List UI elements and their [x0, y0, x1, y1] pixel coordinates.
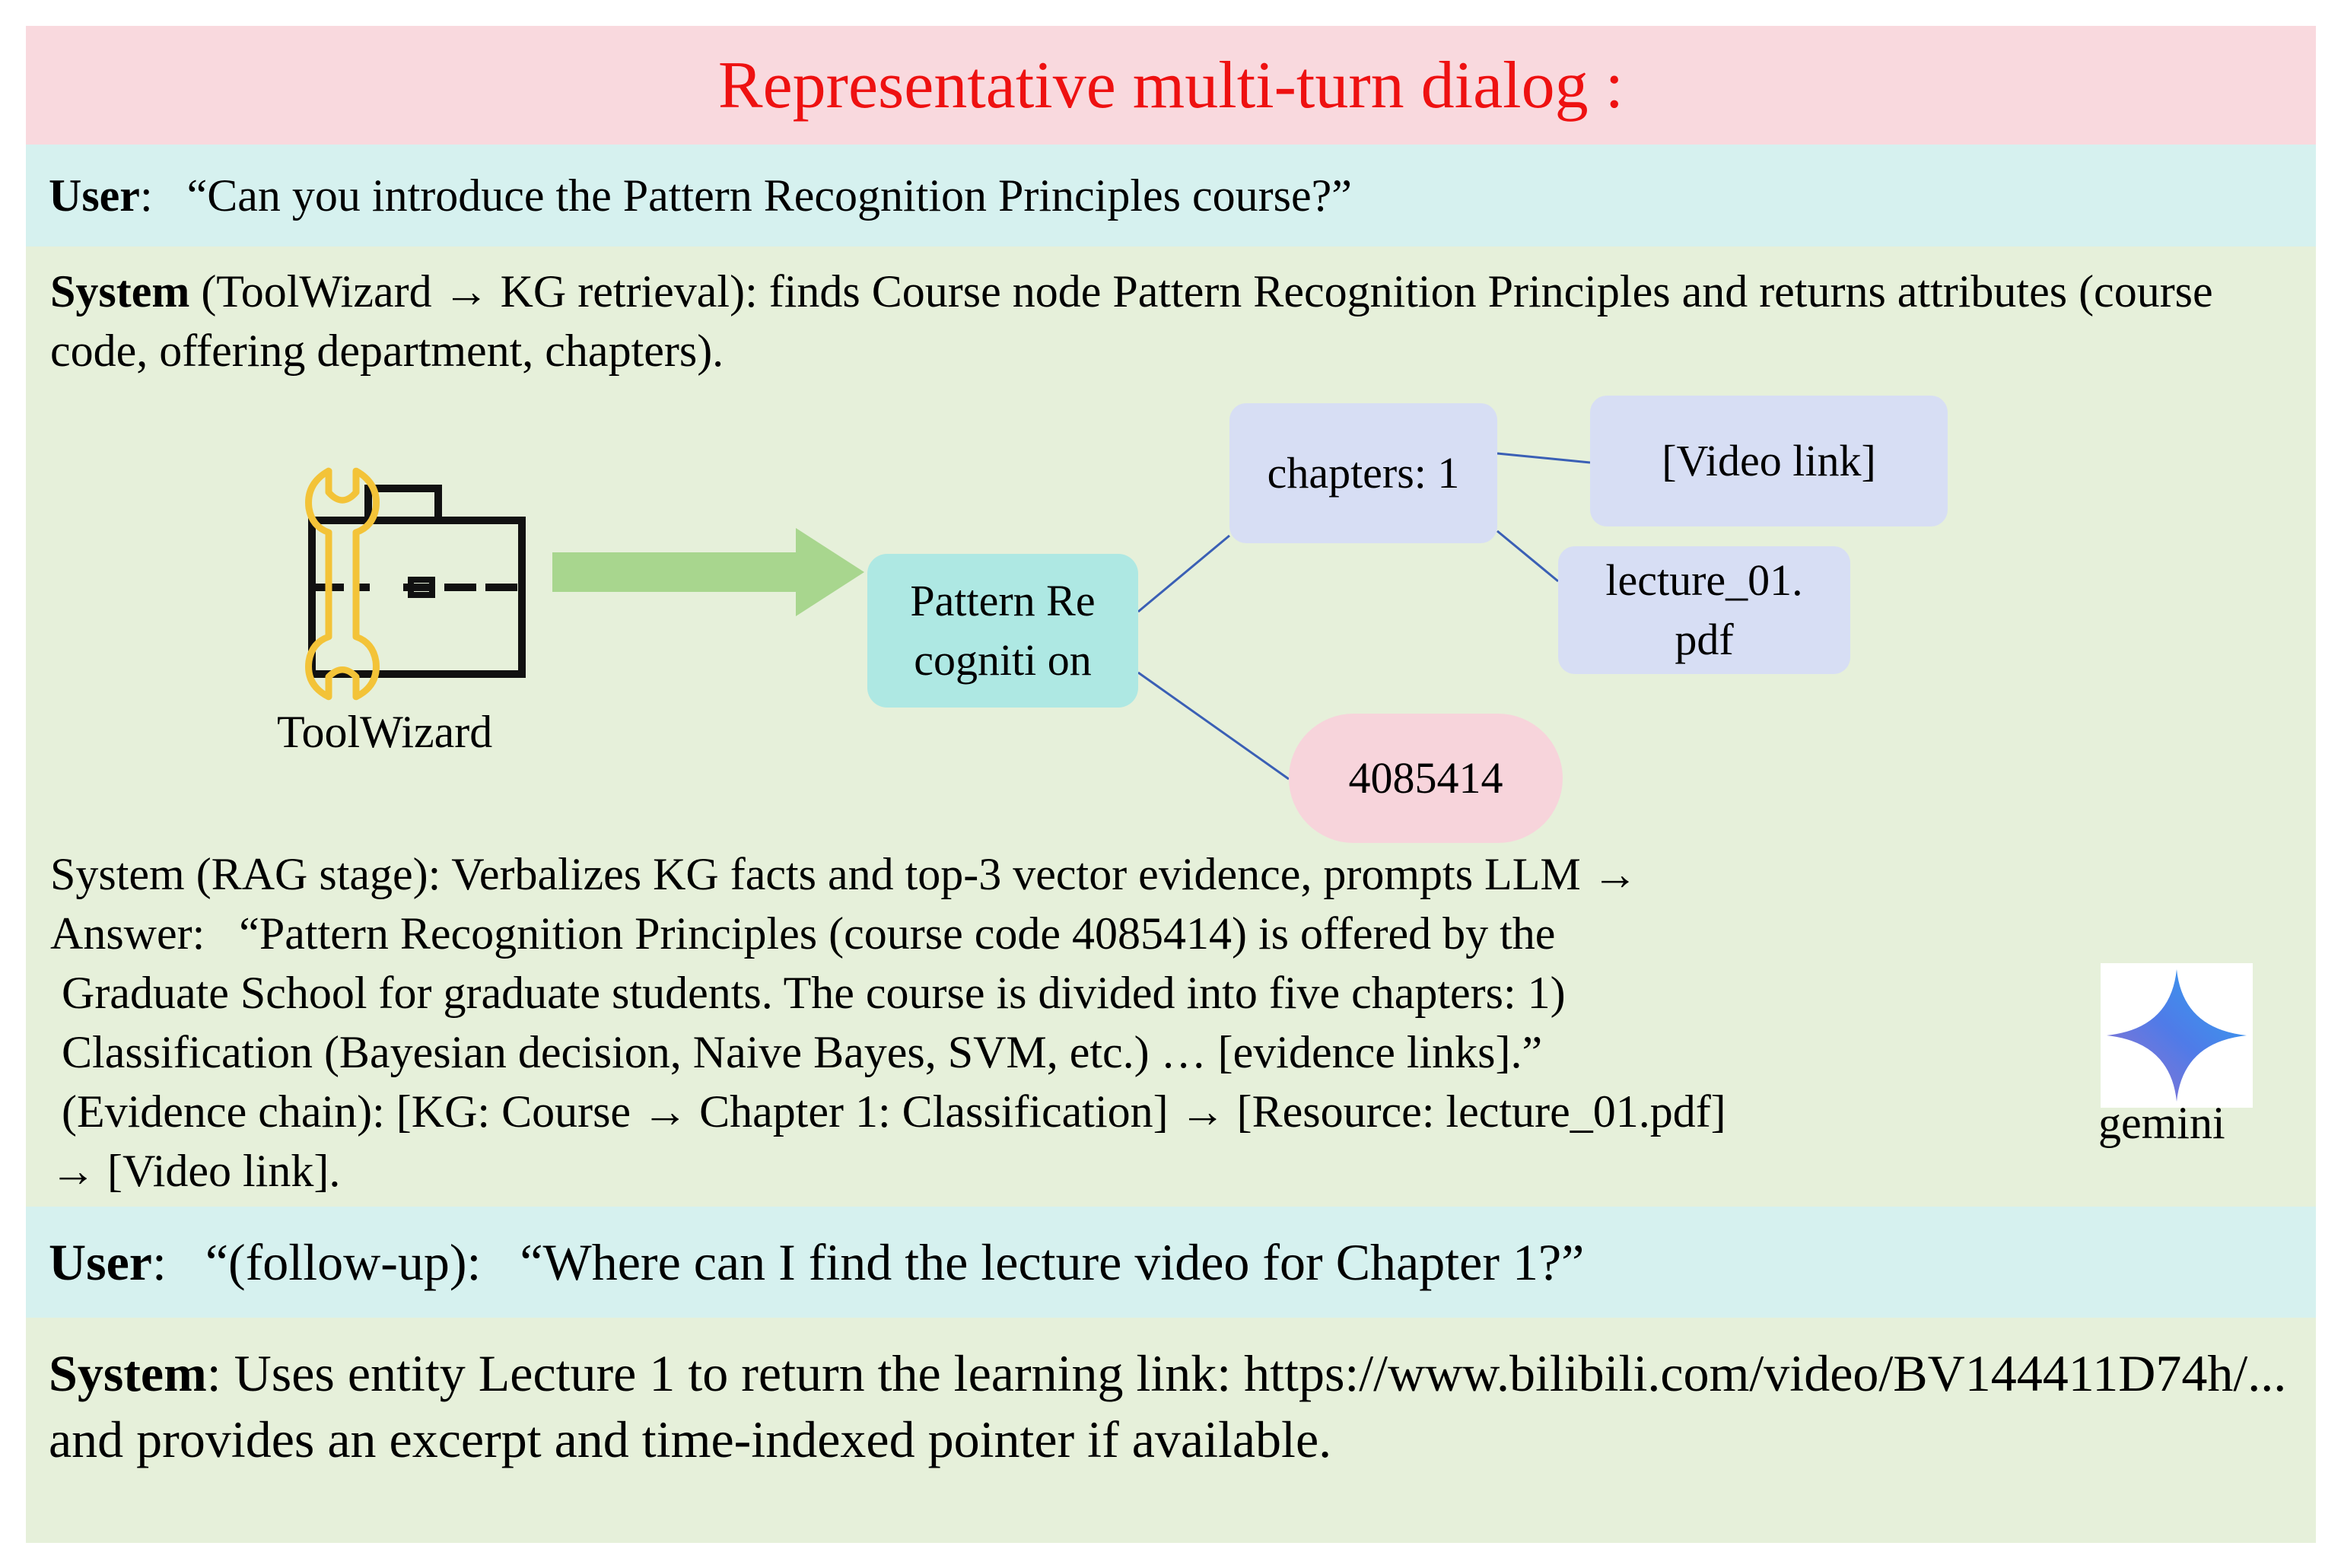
rag-line: System (RAG stage): Verbalizes KG facts …	[50, 849, 1638, 899]
user-followup-text: : “(follow-up): “Where can I find the le…	[151, 1232, 1585, 1291]
lecture-file-node: lecture_01. pdf	[1558, 546, 1850, 674]
system-speaker-label: System	[49, 1344, 207, 1402]
rag-line: (Evidence chain): [KG: Course → Chapter …	[50, 1086, 1726, 1137]
lecture-file-node-label: lecture_01. pdf	[1605, 555, 1803, 664]
toolwizard-label: ToolWizard	[277, 707, 493, 757]
rag-line: Classification (Bayesian decision, Naive…	[50, 1027, 1543, 1077]
course-code-node: 4085414	[1289, 714, 1563, 843]
user-turn-2-text: User: “(follow-up): “Where can I find th…	[49, 1232, 1584, 1293]
gemini-star-icon	[2107, 969, 2247, 1102]
user-turn-2: User: “(follow-up): “Where can I find th…	[26, 1207, 2316, 1318]
user-turn-1-text: User: “Can you introduce the Pattern Rec…	[49, 170, 1352, 222]
system-turn-1-text: System (ToolWizard → KG retrieval): find…	[50, 262, 2295, 380]
right-arrow-icon	[552, 528, 864, 616]
graph-edges	[1137, 452, 1591, 781]
edge-course-chapters	[1137, 534, 1230, 613]
rag-stage-text: System (RAG stage): Verbalizes KG facts …	[50, 844, 1952, 1201]
course-code-node-label: 4085414	[1348, 753, 1503, 803]
chapters-node-label: chapters: 1	[1267, 448, 1460, 498]
toolbox-wrench-icon	[305, 467, 526, 701]
system-turn-2: System: Uses entity Lecture 1 to return …	[26, 1318, 2316, 1543]
gemini-label: gemini	[2098, 1098, 2225, 1148]
user-speaker-label: User	[49, 1232, 152, 1291]
system-turn-2-body: : Uses entity Lecture 1 to return the le…	[49, 1344, 2287, 1468]
edge-chapters-video	[1497, 452, 1591, 464]
system-turn-1-body: (ToolWizard → KG retrieval): finds Cours…	[50, 266, 2213, 376]
edge-chapters-lecture	[1497, 530, 1559, 583]
system-turn-1-panel: System (ToolWizard → KG retrieval): find…	[26, 246, 2316, 1207]
rag-line: → [Video link].	[50, 1146, 341, 1196]
video-link-node-label: [Video link]	[1662, 436, 1876, 485]
chapters-node: chapters: 1	[1229, 403, 1497, 543]
system-speaker-label: System	[50, 266, 190, 316]
edge-course-code	[1137, 671, 1290, 781]
video-link-node: [Video link]	[1590, 396, 1948, 526]
rag-line: Graduate School for graduate students. T…	[50, 968, 1566, 1018]
title-bar: Representative multi-turn dialog :	[26, 26, 2316, 145]
gemini-logo	[2101, 963, 2253, 1108]
course-node-label: Pattern Recogniti on	[910, 576, 1096, 685]
user-question-text: : “Can you introduce the Pattern Recogni…	[139, 170, 1352, 221]
rag-line: Answer: “Pattern Recognition Principles …	[50, 908, 1556, 959]
user-turn-1: User: “Can you introduce the Pattern Rec…	[26, 145, 2316, 246]
page-title: Representative multi-turn dialog :	[717, 48, 1624, 122]
user-speaker-label: User	[49, 170, 140, 221]
course-node: Pattern Recogniti on	[867, 554, 1138, 708]
